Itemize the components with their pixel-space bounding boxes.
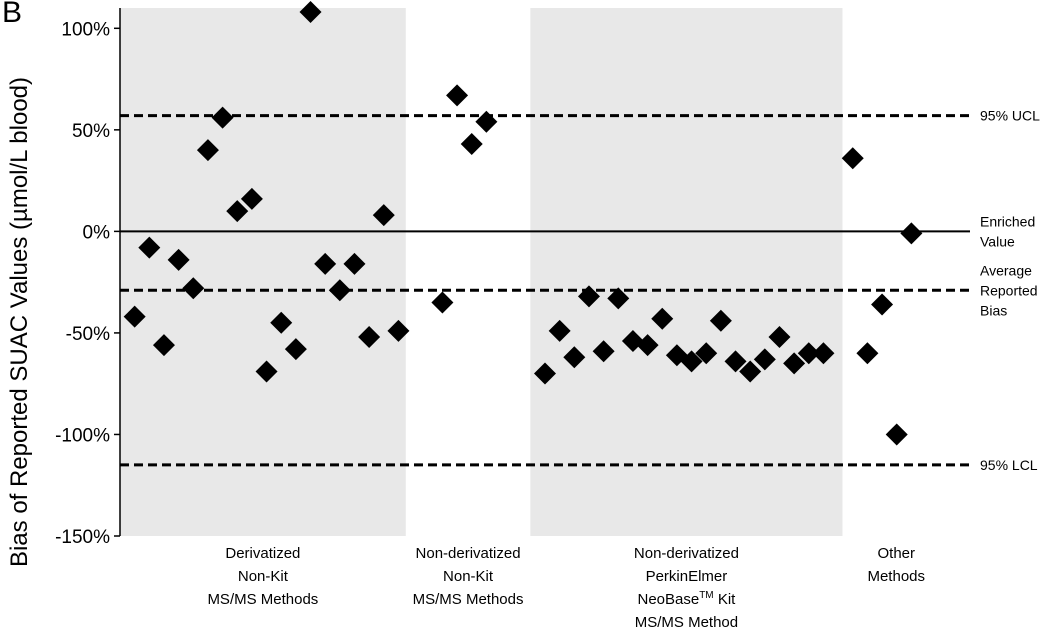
data-point-diamond: [680, 350, 703, 373]
data-point-diamond: [812, 342, 835, 365]
reference-line-label: Enriched: [980, 213, 1035, 229]
group-label-line: MS/MS Methods: [413, 591, 524, 608]
group-label-line: Non-Kit: [238, 568, 289, 585]
y-tick-label: -50%: [66, 324, 110, 345]
data-point-diamond: [196, 139, 219, 162]
data-point-diamond: [431, 291, 454, 314]
data-point-diamond: [783, 352, 806, 375]
data-point-diamond: [284, 338, 307, 361]
data-point-diamond: [372, 204, 395, 227]
group-label-line: Non-derivatized: [634, 545, 739, 562]
reference-line-label: Value: [980, 233, 1015, 249]
group-band-2: [530, 8, 843, 536]
y-tick-label: 100%: [61, 19, 110, 40]
data-point-diamond: [182, 277, 205, 300]
data-point-diamond: [695, 342, 718, 365]
reference-line-label: Average: [980, 262, 1032, 278]
reference-line-label: 95% LCL: [980, 457, 1038, 473]
reference-line-label: 95% UCL: [980, 108, 1040, 124]
group-label-line: Derivatized: [225, 545, 300, 562]
group-label-line: Other: [877, 545, 915, 562]
data-point-diamond: [460, 133, 483, 156]
data-point-diamond: [709, 309, 732, 332]
data-point-diamond: [211, 106, 234, 129]
data-point-diamond: [577, 285, 600, 308]
panel-letter: B: [2, 0, 23, 29]
data-point-diamond: [563, 346, 586, 369]
group-label-line: NeoBaseTM Kit: [637, 590, 736, 608]
data-point-diamond: [900, 222, 923, 245]
data-point-diamond: [475, 110, 498, 133]
group-label-line: MS/MS Methods: [207, 591, 318, 608]
data-point-diamond: [314, 252, 337, 275]
data-point-diamond: [299, 1, 322, 24]
data-point-diamond: [739, 360, 762, 383]
data-point-diamond: [724, 350, 747, 373]
group-label-line: Non-derivatized: [416, 545, 521, 562]
reference-line-label: Bias: [980, 302, 1007, 318]
trademark-superscript: TM: [699, 590, 713, 601]
reference-line-label: Reported: [980, 282, 1038, 298]
data-point-diamond: [636, 334, 659, 357]
data-point-diamond: [255, 360, 278, 383]
data-point-diamond: [871, 293, 894, 316]
data-point-diamond: [240, 187, 263, 210]
data-point-diamond: [592, 340, 615, 363]
group-label-suffix: Kit: [714, 591, 737, 608]
data-point-diamond: [768, 325, 791, 348]
y-tick-label: 50%: [72, 121, 110, 142]
data-point-diamond: [123, 305, 146, 328]
data-point-diamond: [753, 348, 776, 371]
data-point-diamond: [534, 362, 556, 385]
data-point-diamond: [885, 423, 908, 446]
data-point-diamond: [387, 319, 410, 342]
y-tick-label: -150%: [55, 527, 110, 548]
y-tick-label: 0%: [83, 222, 111, 243]
data-point-diamond: [548, 319, 571, 342]
group-label-line: Methods: [867, 568, 925, 585]
data-point-diamond: [328, 279, 351, 302]
data-point-diamond: [358, 325, 381, 348]
data-point-diamond: [343, 252, 366, 275]
group-label-line: PerkinElmer: [646, 568, 728, 585]
group-label-line: Non-Kit: [443, 568, 494, 585]
y-tick-label: -100%: [55, 425, 110, 446]
data-point-diamond: [446, 84, 469, 107]
data-point-diamond: [226, 200, 249, 223]
data-point-diamond: [651, 307, 674, 330]
data-point-diamond: [167, 248, 190, 271]
group-label-line: MS/MS Method: [635, 614, 738, 630]
data-point-diamond: [270, 311, 293, 334]
data-point-diamond: [841, 147, 864, 170]
data-point-diamond: [152, 334, 175, 357]
data-point-diamond: [797, 342, 820, 365]
data-point-diamond: [856, 342, 879, 365]
data-point-diamond: [138, 236, 161, 259]
data-point-diamond: [607, 287, 630, 310]
group-band-0: [120, 8, 406, 536]
